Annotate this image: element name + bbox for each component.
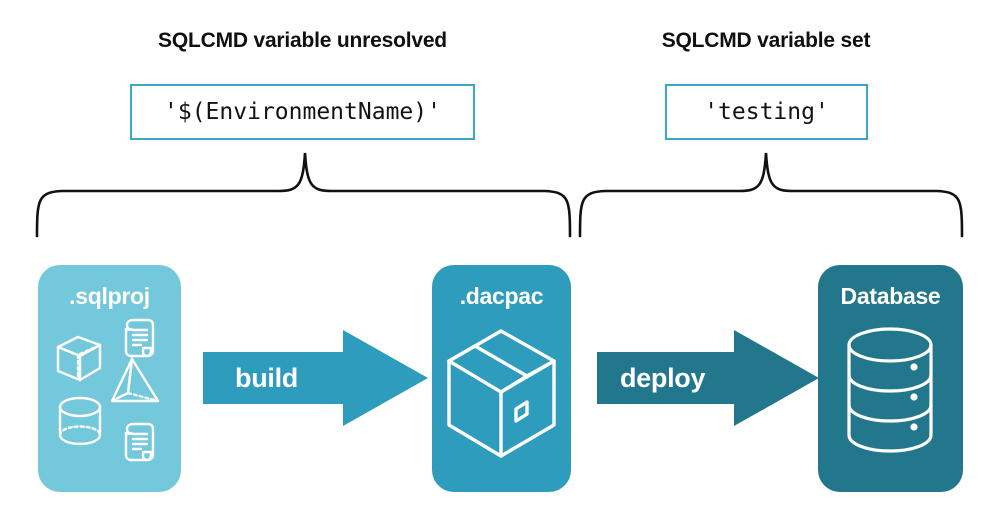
arrow-deploy xyxy=(597,330,819,426)
card-database-title: Database xyxy=(840,283,941,309)
cube-wireframe-icon xyxy=(56,335,102,382)
sqlcmd-value-box-set: 'testing' xyxy=(665,84,868,140)
arrow-deploy-label: deploy xyxy=(620,363,706,393)
card-sqlproj: .sqlproj xyxy=(38,265,181,492)
card-database: Database xyxy=(818,265,963,492)
package-box-icon xyxy=(447,329,556,458)
card-dacpac-title: .dacpac xyxy=(459,283,544,309)
card-dacpac: .dacpac xyxy=(432,265,571,492)
project-shapes-icon xyxy=(56,318,160,462)
card-sqlproj-title: .sqlproj xyxy=(69,283,150,309)
cylinder-wireframe-icon xyxy=(58,396,102,446)
sqlcmd-value-box-unresolved: '$(EnvironmentName)' xyxy=(130,84,475,140)
database-cylinder-icon xyxy=(847,327,933,453)
script-scroll-icon xyxy=(124,422,155,462)
group-heading-right: SQLCMD variable set xyxy=(661,29,871,52)
arrow-build-shape xyxy=(203,330,428,426)
script-scroll-icon xyxy=(124,318,155,358)
arrow-build-label: build xyxy=(235,363,298,393)
group-heading-left: SQLCMD variable unresolved xyxy=(158,29,447,52)
arrow-deploy-shape xyxy=(597,330,819,426)
left-brace-icon xyxy=(35,152,572,238)
arrow-build xyxy=(203,330,428,426)
right-brace-icon xyxy=(578,152,964,238)
pyramid-wireframe-icon xyxy=(110,357,160,403)
